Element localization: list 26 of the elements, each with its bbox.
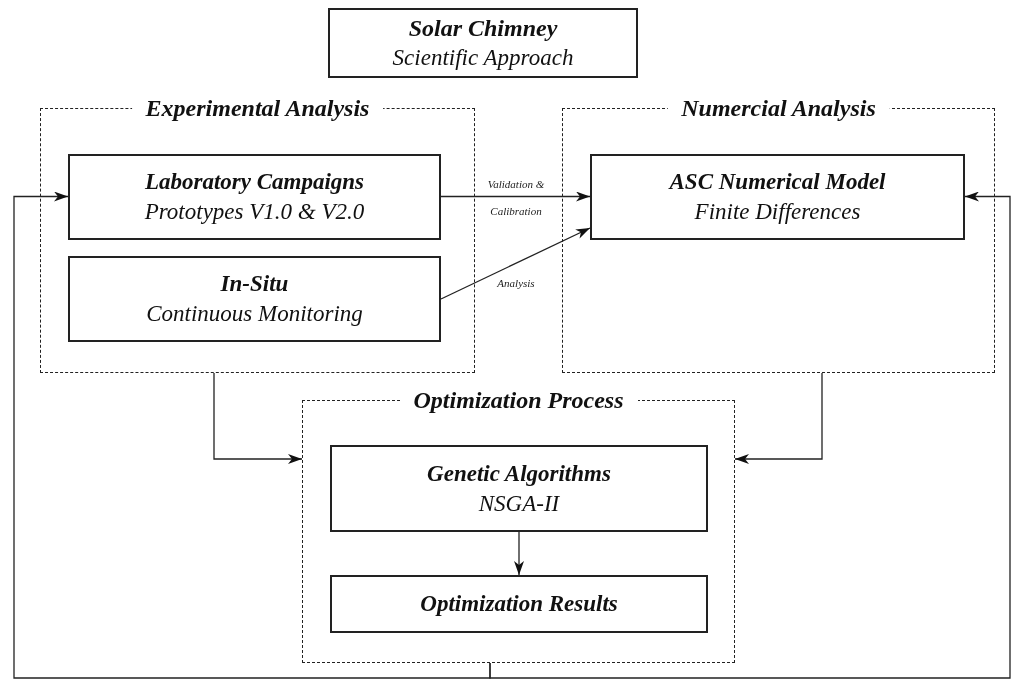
process-box [330, 445, 708, 532]
box-subtitle: NSGA-II [478, 489, 560, 518]
box-heading: ASC Numerical Model [669, 168, 886, 196]
arrow [489, 191, 1011, 679]
edge-label: Validation & Calibration [486, 177, 546, 219]
process-box [68, 256, 441, 342]
arrow [734, 372, 823, 464]
arrow [213, 372, 303, 464]
process-box [330, 575, 708, 633]
process-box [68, 154, 441, 240]
box-heading: Genetic Algorithms [427, 459, 611, 488]
process-box [328, 8, 638, 78]
process-box [590, 154, 965, 240]
arrow [13, 191, 491, 679]
box-heading: In-Situ [220, 270, 289, 298]
arrow [440, 191, 591, 202]
box-heading: Laboratory Campaigns [144, 168, 365, 196]
box-subtitle: Finite Differences [694, 198, 861, 226]
edge-label: Analysis [496, 276, 536, 290]
box-heading: Optimization Results [420, 590, 618, 618]
box-subtitle: Prototypes V1.0 & V2.0 [144, 198, 365, 226]
arrow [514, 531, 524, 576]
arrow [440, 227, 591, 300]
box-subtitle: Continuous Monitoring [146, 300, 363, 328]
box-heading: Solar Chimney [408, 14, 558, 43]
box-subtitle: Scientific Approach [392, 44, 574, 72]
